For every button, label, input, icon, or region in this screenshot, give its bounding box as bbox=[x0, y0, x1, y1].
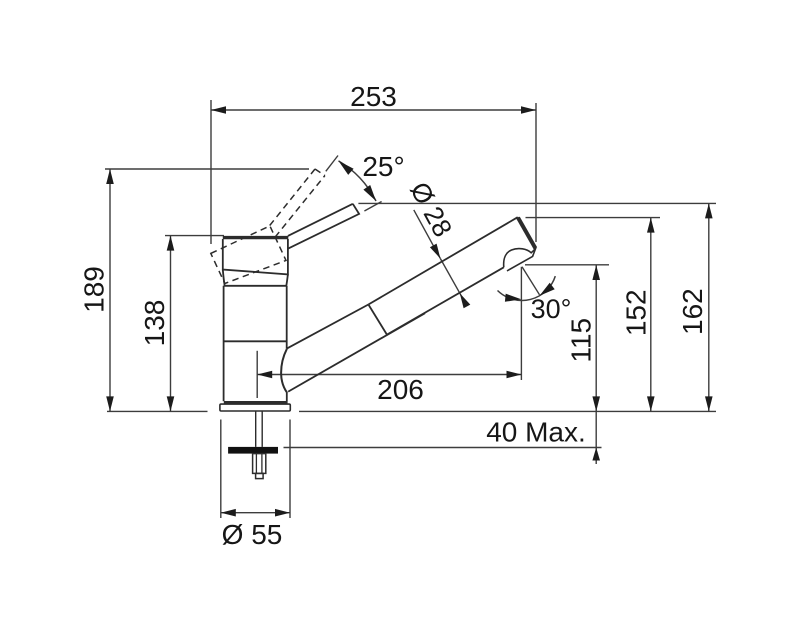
svg-text:138: 138 bbox=[139, 300, 170, 347]
svg-text:30°: 30° bbox=[531, 294, 572, 324]
svg-text:115: 115 bbox=[566, 318, 597, 363]
svg-text:253: 253 bbox=[350, 81, 397, 112]
svg-text:162: 162 bbox=[677, 288, 708, 335]
svg-text:206: 206 bbox=[377, 374, 424, 405]
svg-text:40 Max.: 40 Max. bbox=[486, 417, 586, 448]
svg-text:Ø 55: Ø 55 bbox=[222, 519, 283, 550]
svg-text:152: 152 bbox=[621, 289, 652, 336]
svg-text:25°: 25° bbox=[362, 151, 404, 182]
svg-text:189: 189 bbox=[79, 266, 110, 313]
